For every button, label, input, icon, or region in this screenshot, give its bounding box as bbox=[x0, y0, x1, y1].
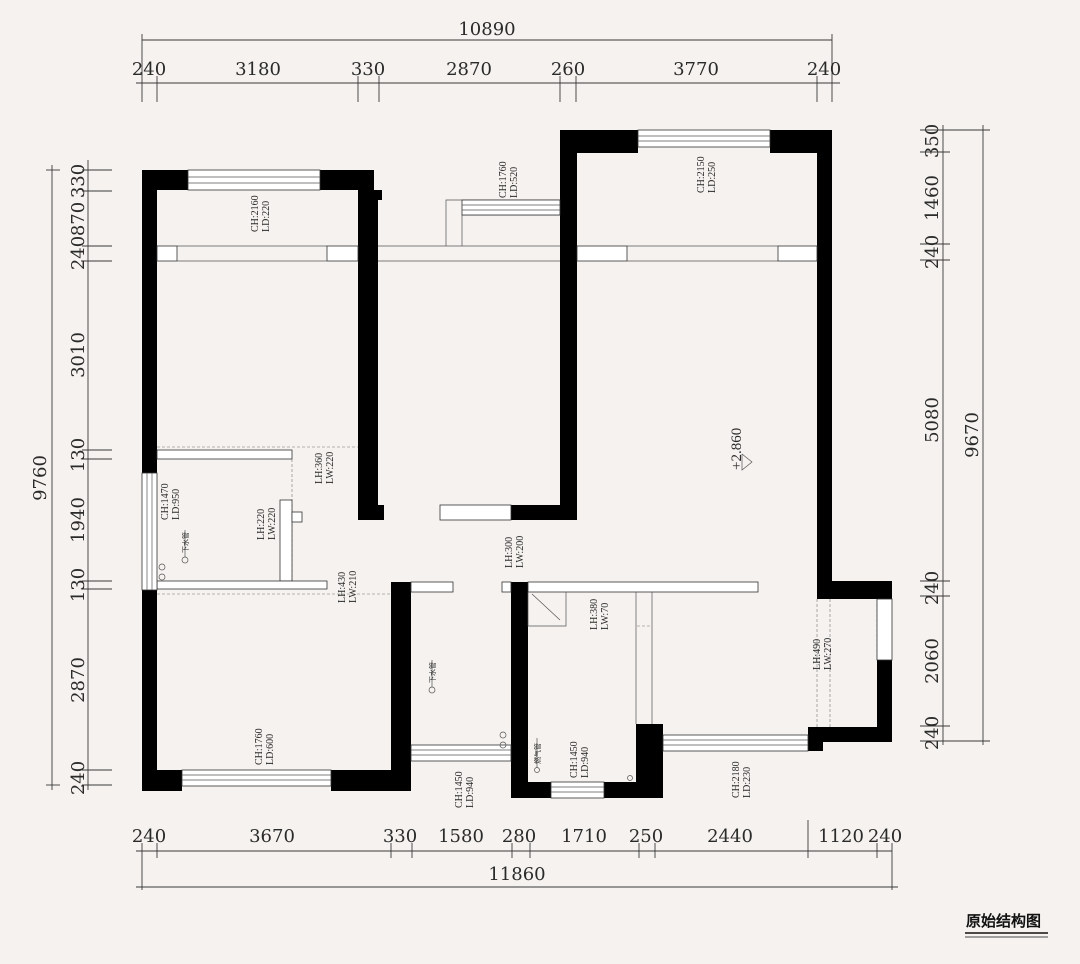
left-seg-3: 240 bbox=[68, 236, 89, 270]
ann-beam-e-lw: LW:70 bbox=[600, 603, 611, 630]
ann-kitchen-ch: CH:1450 bbox=[569, 741, 580, 778]
bottom-seg-4: 1580 bbox=[438, 826, 484, 847]
bottom-seg-9: 1120 bbox=[818, 826, 864, 847]
ann-left-ch: CH:1470 bbox=[160, 483, 171, 520]
ann-left-ld: LD:950 bbox=[171, 489, 182, 520]
right-seg-3: 240 bbox=[922, 235, 943, 269]
right-seg-1: 350 bbox=[922, 124, 943, 158]
caption-text: 原始结构图 bbox=[966, 912, 1041, 930]
bottom-seg-3: 330 bbox=[383, 826, 417, 847]
ann-beam-a-lw: LW:220 bbox=[325, 452, 336, 484]
ann-kitchen-ld: LD:940 bbox=[580, 747, 591, 778]
right-dimension-chain: 9670 350 1460 240 5080 240 2060 240 bbox=[920, 124, 990, 750]
top-seg-6: 3770 bbox=[673, 59, 719, 80]
window-bottom-mid bbox=[410, 744, 512, 762]
windows bbox=[141, 129, 809, 799]
bottom-seg-7: 250 bbox=[629, 826, 663, 847]
drain-pipe-1-label: 下水管 bbox=[181, 532, 190, 553]
window-top-right bbox=[637, 129, 771, 148]
ann-top-left-ch: CH:2160 bbox=[250, 195, 261, 232]
top-total: 10890 bbox=[458, 19, 515, 40]
top-dimension-chain: 10890 240 3180 330 2870 260 3770 240 bbox=[132, 19, 841, 102]
drain-pipe-2-label: 下水管 bbox=[428, 662, 437, 683]
caption: 原始结构图 bbox=[965, 912, 1048, 938]
top-seg-3: 330 bbox=[351, 59, 385, 80]
interior-lines bbox=[156, 199, 893, 727]
left-seg-4: 3010 bbox=[68, 332, 89, 378]
ann-beam-c-lw: LW:210 bbox=[348, 571, 359, 603]
right-total: 9670 bbox=[962, 412, 983, 458]
ann-top-mid-ch: CH:1760 bbox=[498, 161, 509, 198]
ann-bottom-left-ld: LD:600 bbox=[265, 734, 276, 765]
ann-top-right-ld: LD:250 bbox=[707, 162, 718, 193]
right-seg-6: 2060 bbox=[922, 638, 943, 684]
ann-bottom-left-ch: CH:1760 bbox=[254, 728, 265, 765]
left-seg-8: 2870 bbox=[68, 657, 89, 703]
annotations: CH:2160 LD:220 CH:1760 LD:520 CH:2150 LD… bbox=[158, 156, 834, 808]
ann-top-mid-ld: LD:520 bbox=[509, 167, 520, 198]
right-seg-2: 1460 bbox=[922, 175, 943, 221]
ann-beam-c-lh: LH:430 bbox=[337, 572, 348, 603]
elevation-label: +2.860 bbox=[729, 428, 745, 470]
top-seg-1: 240 bbox=[132, 59, 166, 80]
bottom-seg-8: 2440 bbox=[707, 826, 753, 847]
elevation-marker: +2.860 bbox=[729, 428, 753, 471]
left-seg-2: 870 bbox=[68, 202, 89, 236]
right-seg-4: 5080 bbox=[922, 397, 943, 443]
bottom-seg-10: 240 bbox=[868, 826, 902, 847]
ann-beam-b-lw: LW:220 bbox=[267, 508, 278, 540]
left-seg-6: 1940 bbox=[68, 497, 89, 543]
bottom-seg-6: 1710 bbox=[561, 826, 607, 847]
ann-bottom-mid-ld: LD:940 bbox=[465, 777, 476, 808]
ann-beam-f-lh: LH:490 bbox=[812, 639, 823, 670]
bottom-seg-1: 240 bbox=[132, 826, 166, 847]
ann-bottom-right-ch: CH:2180 bbox=[731, 761, 742, 798]
gas-pipe: 燃气管 bbox=[533, 738, 542, 773]
ann-beam-b-lh: LH:220 bbox=[256, 509, 267, 540]
ann-beam-d-lh: LH:300 bbox=[504, 537, 515, 568]
left-total: 9760 bbox=[30, 455, 51, 501]
ann-bottom-right-ld: LD:230 bbox=[742, 767, 753, 798]
ann-top-right-ch: CH:2150 bbox=[696, 156, 707, 193]
right-seg-7: 240 bbox=[922, 716, 943, 750]
window-top-left bbox=[187, 169, 321, 191]
ann-beam-f-lw: LW:270 bbox=[823, 638, 834, 670]
left-seg-5: 130 bbox=[68, 438, 89, 472]
window-bottom-left bbox=[181, 769, 332, 787]
bottom-dimension-chain: 240 3670 330 1580 280 1710 250 2440 1120… bbox=[132, 820, 902, 890]
window-kitchen bbox=[550, 781, 605, 799]
ann-bottom-mid-ch: CH:1450 bbox=[454, 771, 465, 808]
pipe-circles bbox=[158, 563, 633, 781]
top-seg-7: 240 bbox=[807, 59, 841, 80]
left-seg-1: 330 bbox=[68, 164, 89, 198]
gas-pipe-label: 燃气管 bbox=[533, 743, 542, 764]
drain-pipe-2: 下水管 bbox=[428, 660, 437, 694]
window-bottom-right bbox=[662, 734, 809, 752]
left-seg-7: 130 bbox=[68, 568, 89, 602]
drain-pipe-1: 下水管 bbox=[181, 530, 190, 564]
left-seg-9: 240 bbox=[68, 761, 89, 795]
top-seg-4: 2870 bbox=[446, 59, 492, 80]
bottom-seg-5: 280 bbox=[502, 826, 536, 847]
bottom-seg-2: 3670 bbox=[249, 826, 295, 847]
bottom-total: 11860 bbox=[488, 864, 545, 885]
window-left bbox=[141, 472, 158, 591]
ann-beam-a-lh: LH:360 bbox=[314, 453, 325, 484]
structural-walls bbox=[142, 130, 892, 798]
ann-top-left-ld: LD:220 bbox=[261, 201, 272, 232]
top-seg-5: 260 bbox=[551, 59, 585, 80]
ann-beam-d-lw: LW:200 bbox=[515, 536, 526, 568]
ann-beam-e-lh: LH:380 bbox=[589, 599, 600, 630]
right-seg-5: 240 bbox=[922, 571, 943, 605]
top-seg-2: 3180 bbox=[235, 59, 281, 80]
left-dimension-chain: 9760 330 870 240 3010 130 1940 130 2870 … bbox=[30, 160, 112, 795]
window-top-mid bbox=[461, 199, 561, 216]
